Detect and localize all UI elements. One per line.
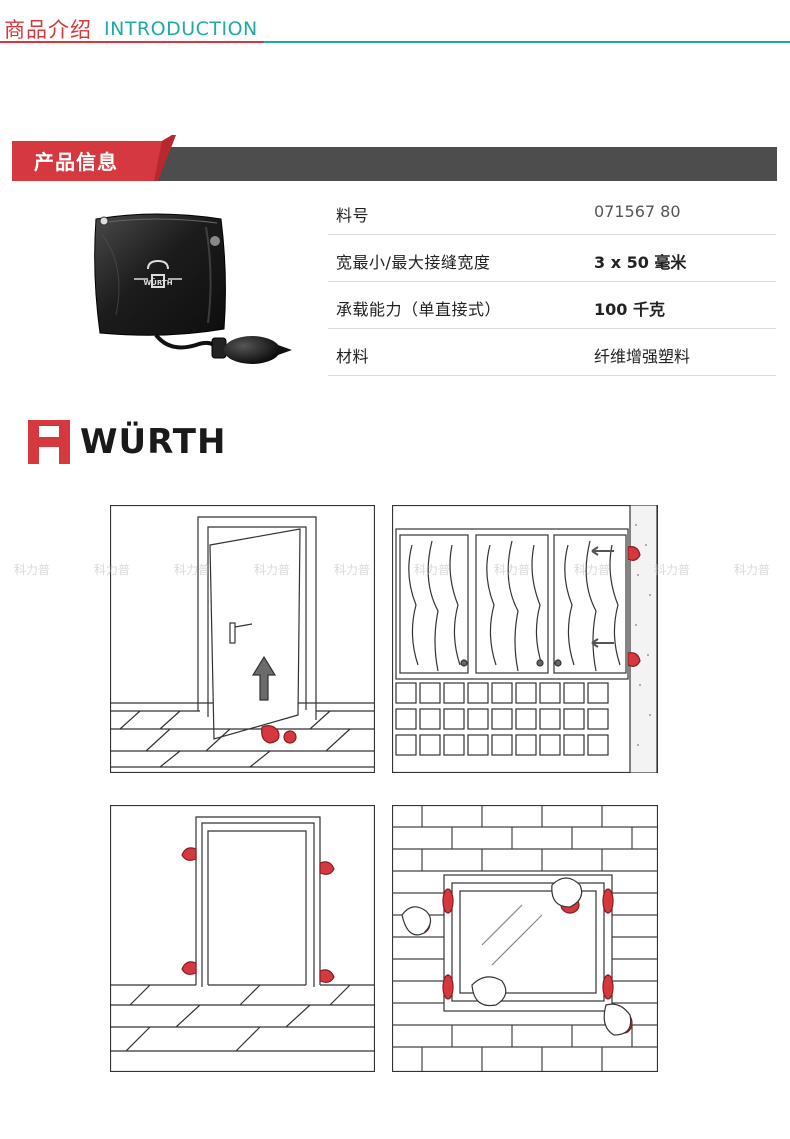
section-bar-red-tab: [12, 135, 190, 181]
spec-key: 材料: [336, 347, 370, 366]
watermark: 科力普: [254, 563, 291, 577]
page-header: 商品介绍 INTRODUCTION: [0, 8, 790, 48]
diagram-cabinet-install: [392, 505, 658, 773]
watermark: 科力普: [494, 563, 531, 577]
watermark-row: 科力普 科力普 科力普 科力普 科力普 科力普 科力普 科力普 科力普 科力普: [0, 558, 790, 582]
watermark: 科力普: [734, 563, 771, 577]
header-title-en: INTRODUCTION: [104, 18, 258, 40]
section-bar: 产品信息: [12, 135, 777, 181]
spec-value: 100 千克: [594, 300, 665, 319]
section-title: 产品信息: [34, 150, 118, 174]
spec-key: 料号: [336, 206, 370, 225]
spec-row-material: 材料 纤维增强塑料: [328, 329, 776, 376]
spec-row-load-capacity: 承载能力（单直接式） 100 千克: [328, 282, 776, 329]
watermark: 科力普: [94, 563, 131, 577]
diagram-door-install: [110, 505, 375, 773]
header-title-cn: 商品介绍: [4, 18, 92, 42]
watermark: 科力普: [14, 563, 51, 577]
bag-brand-print: WÜRTH: [143, 278, 172, 287]
watermark: 科力普: [654, 563, 691, 577]
spec-value: 071567 80: [594, 202, 681, 221]
watermark: 科力普: [334, 563, 371, 577]
watermark: 科力普: [174, 563, 211, 577]
diagram-window-install: [392, 805, 658, 1072]
spec-key: 承载能力（单直接式）: [336, 300, 502, 319]
wurth-logo-wordmark: WÜRTH: [80, 422, 227, 462]
spec-row-part-number: 料号 071567 80: [328, 188, 776, 235]
header-underline-red: [0, 41, 264, 43]
spec-value: 3 x 50 毫米: [594, 253, 687, 272]
diagram-frame-install: [110, 805, 375, 1072]
spec-table: 料号 071567 80 宽最小/最大接缝宽度 3 x 50 毫米 承载能力（单…: [328, 188, 776, 376]
spec-key: 宽最小/最大接缝宽度: [336, 253, 491, 272]
product-image-air-wedge: WÜRTH: [86, 205, 296, 375]
watermark: 科力普: [574, 563, 611, 577]
watermark: 科力普: [414, 563, 451, 577]
wurth-logo: WÜRTH: [28, 420, 238, 466]
header-underline-teal: [264, 41, 790, 43]
spec-value: 纤维增强塑料: [594, 347, 691, 366]
wurth-logo-mark: [28, 420, 70, 464]
spec-row-gap-width: 宽最小/最大接缝宽度 3 x 50 毫米: [328, 235, 776, 282]
